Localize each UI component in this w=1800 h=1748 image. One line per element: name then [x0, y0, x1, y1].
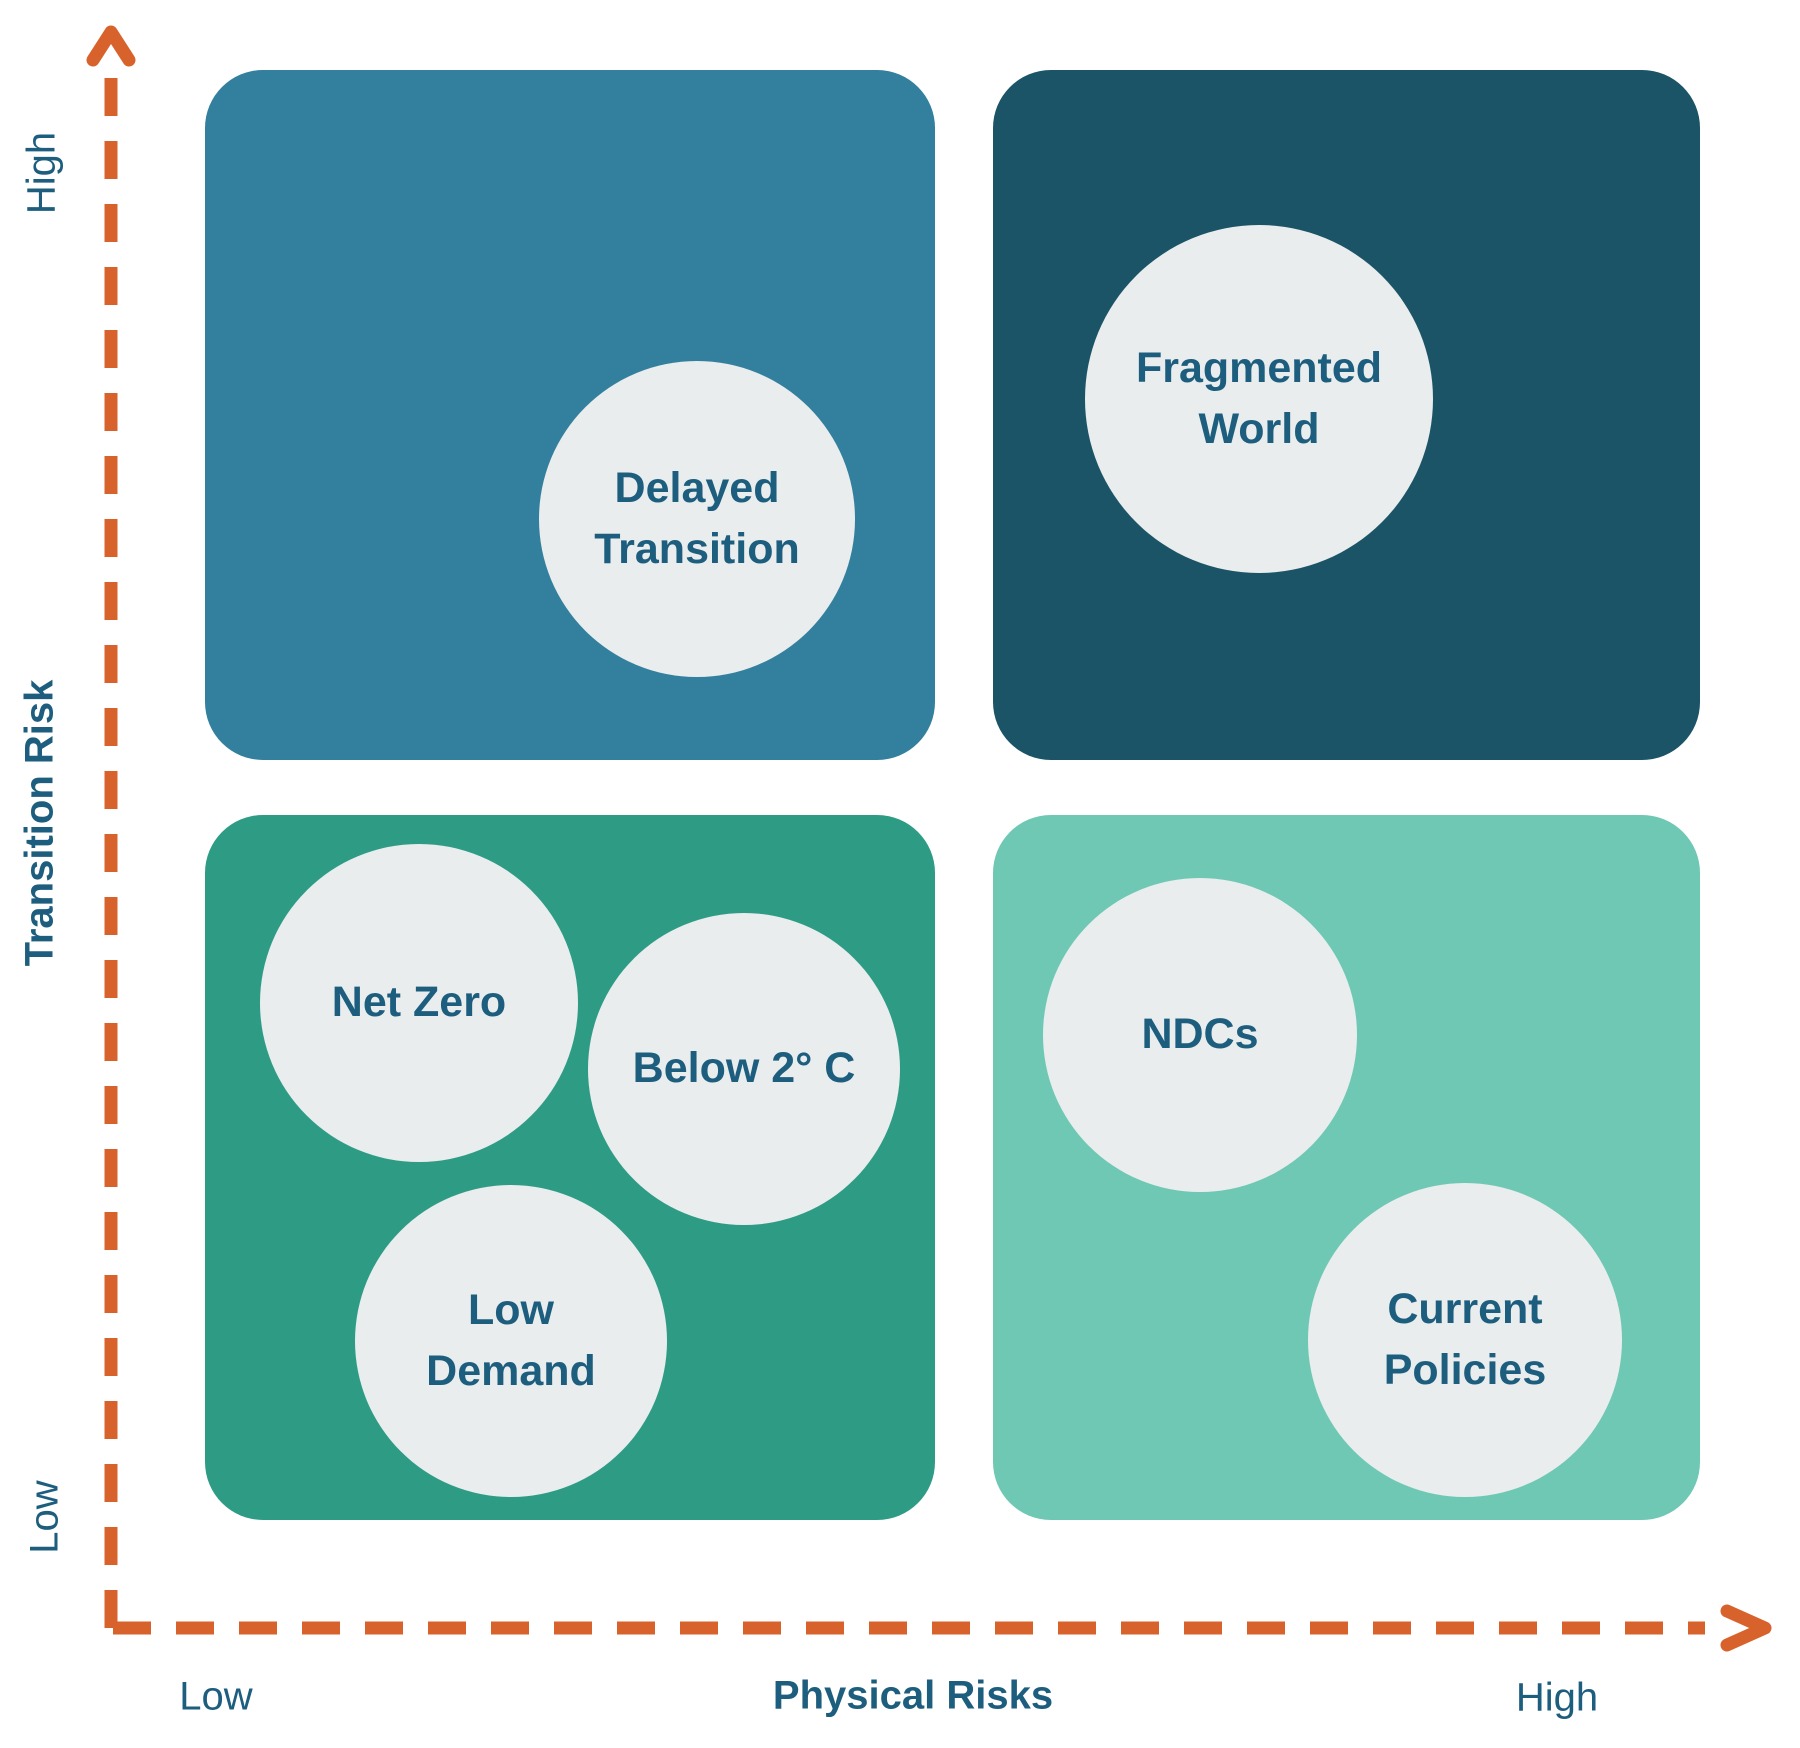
scenario-bubble-delayed-transition: Delayed Transition	[539, 361, 855, 677]
scenario-bubble-fragmented-world: Fragmented World	[1085, 225, 1433, 573]
scenario-label-ndcs: NDCs	[1141, 1010, 1259, 1059]
scenario-bubble-current-policies: Current Policies	[1308, 1183, 1622, 1497]
scenario-label-below-2c: Below 2° C	[632, 1044, 856, 1093]
y-axis-arrowhead-icon	[86, 25, 136, 67]
y-axis-high-label: High	[19, 131, 64, 215]
scenario-label-fragmented-world: Fragmented World	[1135, 343, 1383, 453]
x-axis-arrowhead-icon	[1720, 1604, 1772, 1652]
quadrant-low-transition-low-physical: Net Zero Below 2° C Low Demand	[205, 815, 935, 1520]
x-axis-title: Physical Risks	[772, 1673, 1054, 1718]
scenario-label-net-zero: Net Zero	[331, 978, 507, 1027]
y-axis-low-label: Low	[22, 1480, 67, 1554]
quadrant-high-transition-low-physical: Delayed Transition	[205, 70, 935, 760]
scenario-bubble-low-demand: Low Demand	[355, 1185, 667, 1497]
quadrant-low-transition-high-physical: NDCs Current Policies	[993, 815, 1700, 1520]
scenario-label-delayed-transition: Delayed Transition	[594, 463, 800, 573]
quadrant-high-transition-high-physical: Fragmented World	[993, 70, 1700, 760]
x-axis-low-label: Low	[179, 1674, 253, 1719]
scenario-bubble-below-2c: Below 2° C	[588, 913, 900, 1225]
scenario-label-current-policies: Current Policies	[1383, 1284, 1547, 1394]
scenario-bubble-ndcs: NDCs	[1043, 878, 1357, 1192]
x-axis-high-label: High	[1515, 1675, 1599, 1720]
scenario-bubble-net-zero: Net Zero	[260, 844, 578, 1162]
scenario-label-low-demand: Low Demand	[426, 1285, 596, 1395]
y-axis-title: Transition Risk	[17, 679, 62, 967]
